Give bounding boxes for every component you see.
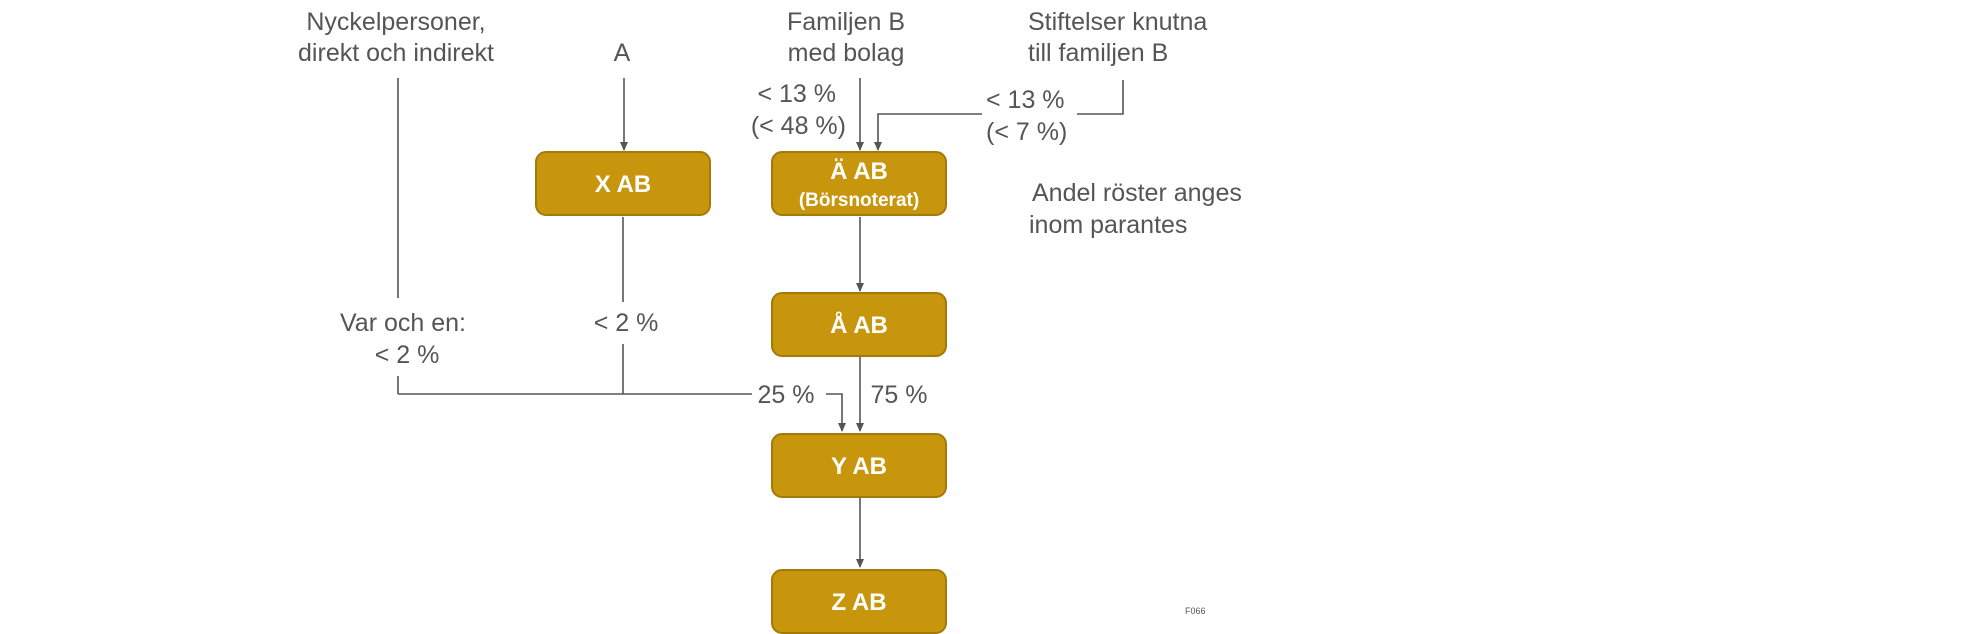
foundations-stake-capital: < 13 %	[986, 86, 1065, 114]
key-persons-stake-line1: Var och en:	[340, 309, 466, 337]
entity-ae-ab: Ä AB (Börsnoterat)	[771, 151, 947, 216]
entity-ae-ab-note: (Börsnoterat)	[799, 190, 919, 211]
foundations-label-line2: till familjen B	[1028, 39, 1168, 67]
entity-x-ab: X AB	[535, 151, 711, 216]
entity-y-ab: Y AB	[771, 433, 947, 498]
entity-aa-ab: Å AB	[771, 292, 947, 357]
family-stake-capital: < 13 %	[757, 80, 836, 108]
family-stake-votes: (< 48 %)	[751, 112, 846, 140]
foundations-line-right	[1077, 80, 1124, 115]
votes-note-line1: Andel röster anges	[1032, 179, 1242, 207]
votes-note-line2: inom parantes	[1029, 211, 1187, 239]
entity-ae-ab-label: Ä AB	[830, 158, 888, 185]
family-b-label-line1: Familjen B	[787, 8, 905, 36]
key-persons-stake-line2: < 2 %	[375, 341, 440, 369]
foundations-label-line1: Stiftelser knutna	[1028, 8, 1207, 36]
combined-arrow-to-y	[826, 393, 846, 432]
entity-x-ab-label: X AB	[595, 171, 651, 198]
entity-y-ab-label: Y AB	[831, 453, 887, 480]
entity-aa-ab-label: Å AB	[830, 311, 888, 339]
figure-code: F066	[1185, 606, 1206, 616]
connectors	[397, 78, 1124, 568]
entity-z-ab: Z AB	[771, 569, 947, 634]
entity-z-ab-label: Z AB	[831, 589, 886, 616]
combined-stake: 25 %	[758, 381, 815, 409]
key-persons-label-line1: Nyckelpersoner,	[306, 8, 485, 36]
a-label: A	[614, 39, 631, 67]
foundations-arrow-to-ae	[874, 113, 982, 151]
aa-stake: 75 %	[871, 381, 928, 409]
x-stake: < 2 %	[594, 309, 659, 337]
key-persons-label-line2: direkt och indirekt	[298, 39, 494, 67]
foundations-stake-votes: (< 7 %)	[986, 118, 1067, 146]
family-b-label-line2: med bolag	[788, 39, 905, 67]
